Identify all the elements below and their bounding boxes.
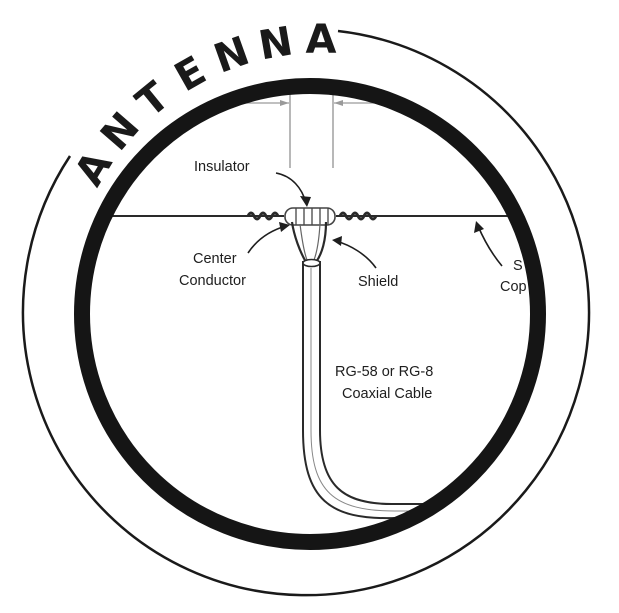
title-letter: E [167,48,213,101]
title-letter: T [128,73,179,126]
insulator-label: Insulator [194,159,250,175]
title-letter: N [208,28,255,83]
title-letter: N [255,18,296,69]
coax-label-line1: RG-58 or RG-8 [335,364,433,380]
shield-arrow [332,236,377,269]
coax-cable-inner [310,268,534,512]
shield-braid-outline [299,223,321,261]
title-letter: A [306,17,337,63]
insulator-arrow [275,172,311,207]
center-conductor-label-line2: Conductor [179,273,246,289]
wire-wrap-left [246,211,280,221]
coax-label-line2: Coaxial Cable [342,386,432,402]
center-conductor-arrow [247,222,290,254]
dimension-arrow-right [334,100,343,106]
cut-label-line1: S [513,258,523,274]
center-conductor-wire [290,221,307,263]
cut-label-line2: Cop [500,279,527,295]
outer-ring [21,29,591,597]
dimension-arrow-left [280,100,289,106]
wire-wrap-right [338,211,378,221]
inner-frame-ring [74,78,546,550]
insulator [284,207,336,226]
dipole-diagram: Insulator Center Conductor Shield RG-58 … [86,90,534,538]
wire-arrow [474,221,503,267]
center-conductor-label-line1: Center [193,251,237,267]
coax-cable-end [302,258,321,268]
shield-label: Shield [358,274,398,290]
